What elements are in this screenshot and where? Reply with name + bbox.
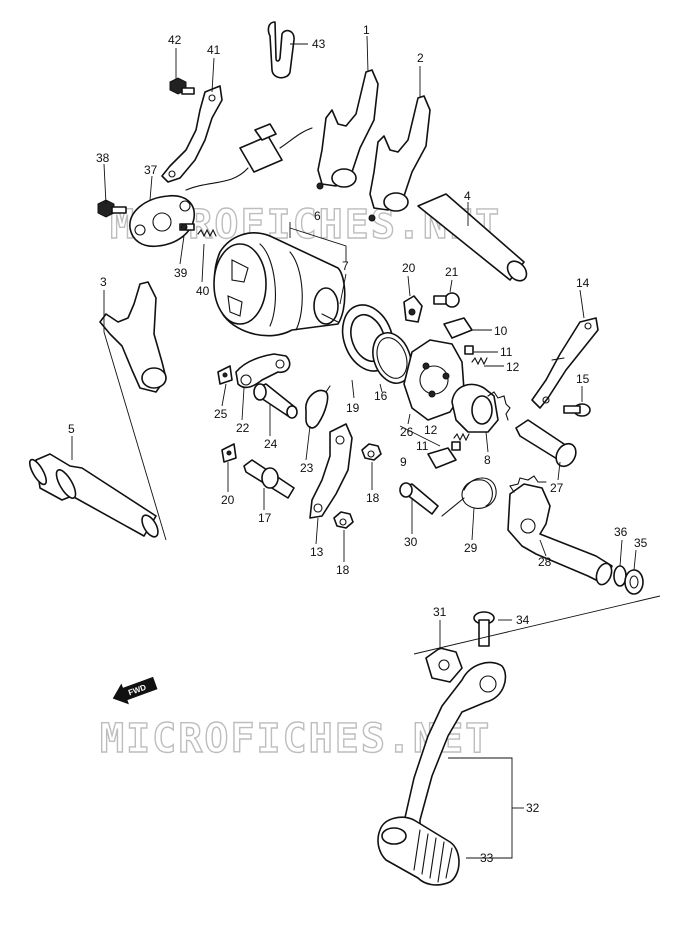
callout-39: 39: [174, 266, 188, 280]
callout-27: 27: [550, 481, 564, 495]
callout-29: 29: [464, 541, 478, 555]
callout-15: 15: [576, 372, 590, 386]
plate-13: [309, 423, 353, 519]
bolt-27: [515, 419, 577, 468]
shift-cam-6: [213, 232, 346, 337]
gear-26: [403, 339, 465, 421]
callout-10: 10: [494, 324, 508, 338]
pin-11b: [451, 441, 461, 451]
bracket-41: [161, 85, 223, 183]
callout-40: 40: [196, 284, 210, 298]
bolt-24: [253, 383, 298, 419]
circlip-16: [372, 332, 412, 384]
shaft-4: [417, 193, 528, 282]
clamp-43: [267, 21, 295, 79]
callout-22: 22: [236, 421, 250, 435]
pawl-10: [443, 317, 473, 339]
callout-28: 28: [538, 555, 552, 569]
bolt-34: [473, 611, 495, 647]
callout-36: 36: [614, 525, 628, 539]
pawl-9: [427, 447, 457, 469]
callout-12b: 12: [424, 423, 438, 437]
pedal-rubber-33: [377, 816, 460, 886]
callout-8: 8: [484, 453, 491, 467]
callout-37: 37: [144, 163, 158, 177]
seal-36: [613, 565, 627, 587]
callout-11a: 11: [500, 345, 513, 359]
pin-11: [464, 345, 474, 355]
shaft-5: [28, 453, 159, 538]
pawl-holder-8: [451, 383, 511, 433]
callout-38: 38: [96, 151, 110, 165]
shift-fork-1: [316, 69, 379, 190]
callout-20b: 20: [221, 493, 235, 507]
spring-12: [471, 356, 488, 366]
callout-3: 3: [100, 275, 107, 289]
callout-42: 42: [168, 33, 182, 47]
nut-31: [425, 647, 463, 683]
callout-23: 23: [300, 461, 314, 475]
plate-14: [531, 317, 599, 409]
callout-9: 9: [400, 455, 407, 469]
neutral-switch-37: [129, 167, 249, 248]
callout-25: 25: [214, 407, 228, 421]
callout-17: 17: [258, 511, 272, 525]
callout-4: 4: [464, 189, 471, 203]
nut-18b: [333, 511, 354, 529]
callout-16: 16: [374, 389, 388, 403]
pin-39: [179, 223, 195, 231]
callout-11b: 11: [416, 439, 429, 453]
callout-18a: 18: [366, 491, 380, 505]
washer-25: [217, 365, 233, 385]
callout-21: 21: [445, 265, 459, 279]
callout-13: 13: [310, 545, 324, 559]
spring-12b: [453, 432, 470, 442]
callout-32: 32: [526, 801, 540, 815]
callout-33: 33: [480, 851, 494, 865]
callout-5: 5: [68, 422, 75, 436]
callout-35: 35: [634, 536, 648, 550]
spring-23: [305, 385, 331, 429]
stopper-20: [403, 295, 423, 323]
callout-31: 31: [433, 605, 447, 619]
bolt-17: [243, 459, 295, 499]
callout-41: 41: [207, 43, 221, 57]
arm-22: [235, 353, 291, 389]
spring-29: [441, 477, 497, 517]
callout-7: 7: [342, 259, 349, 273]
callout-19: 19: [346, 401, 360, 415]
spring-40: [197, 228, 217, 238]
callout-6: 6: [314, 209, 321, 223]
callout-20a: 20: [402, 261, 416, 275]
callout-labels: 1 2 3 4 5 6 7 8 9 10 11 11 12 12 13 14 1…: [68, 23, 648, 865]
connector: [239, 123, 313, 173]
callout-26: 26: [400, 425, 414, 439]
washer-20b: [221, 443, 237, 463]
callout-24: 24: [264, 437, 278, 451]
shift-fork-2: [368, 95, 431, 222]
bolt-30: [399, 482, 439, 515]
callout-1: 1: [363, 23, 370, 37]
bolt-42: [169, 77, 195, 95]
bolt-15: [563, 403, 591, 417]
callout-34: 34: [516, 613, 530, 627]
shift-fork-3: [99, 281, 167, 393]
shift-shaft-28: [507, 475, 613, 586]
leader-lines: [71, 35, 661, 859]
callout-2: 2: [417, 51, 424, 65]
bolt-21: [433, 292, 460, 308]
nut-18: [361, 443, 382, 461]
callout-12a: 12: [506, 360, 520, 374]
washer-35: [624, 569, 644, 595]
callout-30: 30: [404, 535, 418, 549]
fwd-arrow-icon: FWD: [112, 676, 158, 705]
callout-14: 14: [576, 276, 590, 290]
callout-18b: 18: [336, 563, 350, 577]
callout-43: 43: [312, 37, 326, 51]
